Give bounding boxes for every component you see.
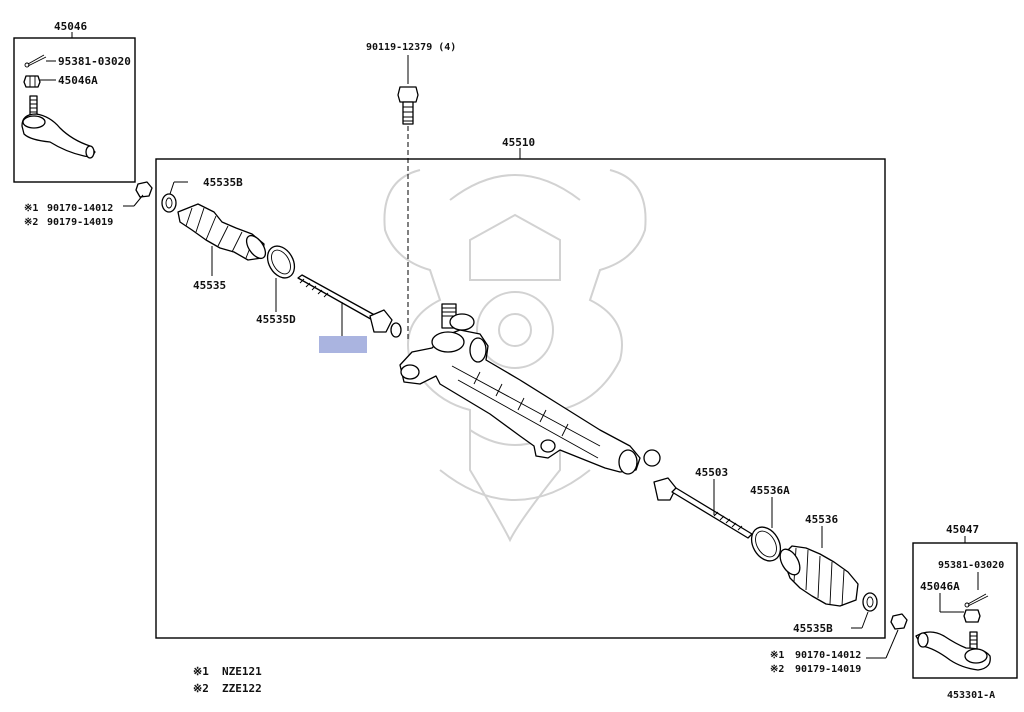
right-boot-label: 45536 (805, 513, 838, 526)
left-ref1-mark: ※1 (24, 203, 38, 214)
legend-model-2: ZZE122 (222, 682, 262, 695)
right-cotter-pin-icon (964, 593, 989, 608)
left-nut-label: 45046A (58, 74, 98, 87)
left-boot-clamp-label: 45535B (203, 176, 243, 189)
legend-mark-2: ※2 (193, 682, 209, 695)
figure-id: 453301-A (947, 690, 995, 701)
left-outer-nut-icon (135, 181, 153, 198)
bolt-icon (397, 86, 419, 125)
right-boot-clamp-label: 45535B (793, 622, 833, 635)
highlighted-part-number[interactable] (319, 336, 367, 353)
left-tie-rod-end-frame (13, 37, 136, 183)
left-boot-clamp-icon (161, 193, 177, 213)
rack-assembly-label: 45510 (502, 136, 535, 149)
left-ref2-mark: ※2 (24, 217, 38, 228)
right-nut-icon (963, 609, 981, 623)
left-cotter-pin-label: 95381-03020 (58, 55, 131, 68)
watermark-emblem (383, 169, 647, 543)
right-tie-rod-end-label: 45047 (946, 523, 979, 536)
bolt-label: 90119-12379 (4) (366, 42, 456, 53)
right-cotter-pin-label: 95381-03020 (938, 560, 1004, 571)
model-legend: ※1 NZE121 ※2 ZZE122 (193, 665, 262, 695)
left-ref1-part: 90170-14012 (47, 203, 113, 214)
right-ref2-part: 90179-14019 (795, 664, 861, 675)
left-ref2-part: 90179-14019 (47, 217, 113, 228)
left-nut-icon (23, 75, 41, 88)
right-ref1-part: 90170-14012 (795, 650, 861, 661)
right-outer-nut-icon (890, 613, 908, 630)
left-boot-icon (177, 203, 267, 261)
steering-rack-housing-icon (399, 303, 661, 475)
left-boot-band-icon (266, 245, 296, 279)
right-band-label: 45536A (750, 484, 790, 497)
left-cotter-pin-icon (24, 54, 47, 68)
left-tie-rod-end-label: 45046 (54, 20, 87, 33)
right-ref1-mark: ※1 (770, 650, 784, 661)
left-boot-label: 45535 (193, 279, 226, 292)
right-tie-rod-end-icon (915, 631, 991, 671)
legend-model-1: NZE121 (222, 665, 262, 678)
left-inner-tie-rod-icon (297, 274, 402, 338)
right-boot-icon (779, 545, 859, 607)
right-inner-tie-rod-icon (653, 477, 753, 539)
legend-mark-1: ※1 (193, 665, 209, 678)
right-nut-label: 45046A (920, 580, 960, 593)
right-band-icon (750, 526, 782, 562)
right-boot-clamp-icon (862, 592, 878, 612)
right-inner-tie-rod-label: 45503 (695, 466, 728, 479)
right-ref2-mark: ※2 (770, 664, 784, 675)
left-tie-rod-end-icon (21, 95, 96, 159)
left-boot-band-label: 45535D (256, 313, 296, 326)
